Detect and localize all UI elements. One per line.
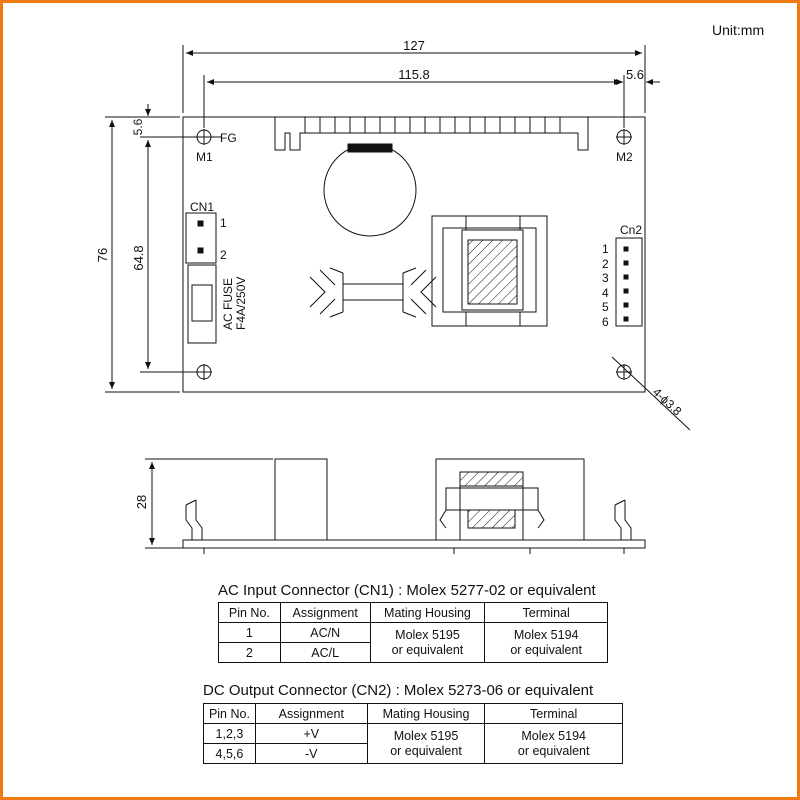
cell-assignment: AC/N [279, 622, 371, 643]
side-heatsink [274, 458, 328, 541]
label-m2: M2 [616, 150, 633, 164]
unit-label: Unit:mm [712, 22, 765, 38]
mount-hole-bottom-right [616, 364, 632, 380]
terminal-line1: Molex 5194 [521, 728, 586, 743]
heatsink-cross [309, 267, 437, 318]
cn2-connector [615, 237, 643, 327]
board-outline [182, 116, 646, 393]
cn1-table-title: AC Input Connector (CN1) : Molex 5277-02… [218, 582, 596, 599]
table-row: 4,5,6 -V [203, 743, 623, 764]
terminal-line1: Molex 5194 [513, 627, 579, 642]
fuse [187, 264, 217, 344]
side-transformer [439, 471, 545, 540]
left-bracket [185, 499, 203, 540]
terminal-line2: or equivalent [510, 642, 582, 657]
table-header-row: Pin No. Assignment Mating Housing Termin… [203, 703, 623, 724]
dim-115-8: 115.8 [398, 67, 430, 82]
dim-64-8: 64.8 [131, 245, 146, 270]
terminal-line2: or equivalent [517, 743, 590, 758]
mount-hole-m1 [196, 129, 222, 145]
cell-housing: Molex 5195 or equivalent [369, 622, 486, 663]
table-row: 1,2,3 +V Molex 5195 or equivalent Molex … [203, 723, 623, 764]
transformer [431, 215, 548, 327]
table-header-row: Pin No. Assignment Mating Housing Termin… [218, 602, 608, 623]
table-row: 2 AC/L [218, 642, 608, 663]
housing-line1: Molex 5195 [393, 728, 459, 743]
housing-line1: Molex 5195 [395, 627, 460, 642]
label-fuse-2: F4A/250V [234, 277, 248, 330]
cell-pin: 2 [218, 642, 281, 663]
table-row: 1 AC/N Molex 5195 or equivalent Molex 51… [218, 622, 608, 663]
dim-5-6-right: 5.6 [626, 67, 644, 82]
mount-hole-bottom-left [196, 364, 212, 380]
header-terminal: Terminal [484, 703, 623, 724]
cn2-table: Pin No. Assignment Mating Housing Termin… [203, 703, 623, 764]
label-fg: FG [220, 131, 237, 145]
header-mating-housing: Mating Housing [369, 602, 486, 623]
cell-assignment: -V [254, 743, 368, 764]
cell-housing: Molex 5195 or equivalent [366, 723, 486, 764]
label-cn2-pin: 2 [602, 257, 609, 271]
label-fuse-1: AC FUSE [221, 278, 235, 330]
label-cn2-pin: 6 [602, 315, 609, 329]
label-cn1: CN1 [190, 200, 214, 214]
side-board [182, 539, 646, 549]
cell-assignment: +V [254, 723, 368, 744]
cn1-table: Pin No. Assignment Mating Housing Termin… [218, 602, 608, 663]
dim-28: 28 [134, 495, 149, 509]
label-cn2-pin: 3 [602, 271, 609, 285]
dim-76: 76 [95, 248, 110, 262]
cn2-table-title: DC Output Connector (CN2) : Molex 5273-0… [203, 682, 594, 699]
mount-hole-m2 [616, 129, 632, 145]
label-cn1-pin2: 2 [220, 248, 227, 262]
capacitor-band [347, 143, 393, 153]
header-terminal: Terminal [484, 602, 608, 623]
housing-line2: or equivalent [390, 743, 462, 758]
header-pin-no: Pin No. [203, 703, 256, 724]
right-bracket [614, 499, 632, 540]
label-cn2: Cn2 [620, 223, 642, 237]
cell-pin: 4,5,6 [203, 743, 256, 764]
cell-pin: 1,2,3 [203, 723, 256, 744]
label-m1: M1 [196, 150, 213, 164]
label-cn2-pin: 1 [602, 242, 609, 256]
dim-127: 127 [403, 38, 425, 53]
header-pin-no: Pin No. [218, 602, 281, 623]
header-mating-housing: Mating Housing [366, 703, 486, 724]
dim-5-6-top: 5.6 [131, 118, 145, 135]
cn1-connector [185, 212, 217, 264]
label-cn1-pin1: 1 [220, 216, 227, 230]
capacitor [323, 143, 417, 237]
header-assignment: Assignment [279, 602, 371, 623]
header-assignment: Assignment [254, 703, 368, 724]
cell-terminal: Molex 5194 or equivalent [484, 622, 608, 663]
hole-callout: 4-ϕ3.8 [650, 385, 685, 419]
label-cn2-pin: 4 [602, 286, 609, 300]
side-transformer-frame [435, 458, 585, 541]
heatsink-top [274, 117, 589, 151]
heatsink-fins [304, 117, 561, 133]
label-cn2-pin: 5 [602, 300, 609, 314]
cell-pin: 1 [218, 622, 281, 643]
cell-assignment: AC/L [279, 642, 371, 663]
housing-line2: or equivalent [391, 642, 464, 657]
cell-terminal: Molex 5194 or equivalent [484, 723, 623, 764]
